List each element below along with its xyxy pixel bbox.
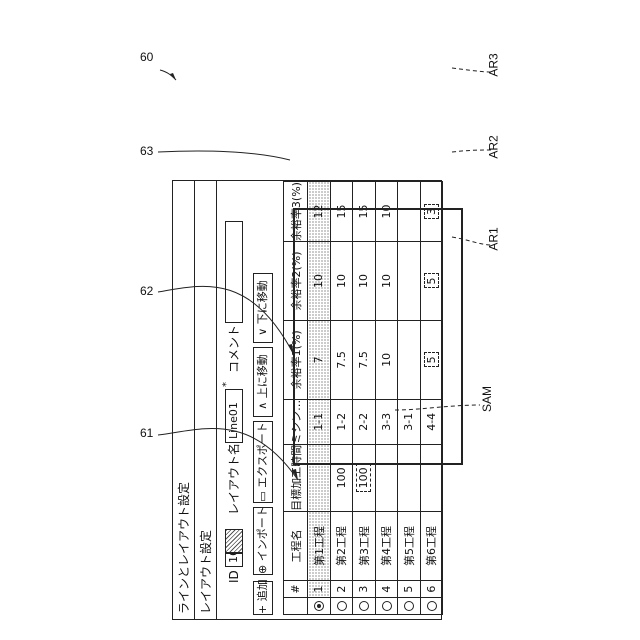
label-ar3: AR3 xyxy=(487,53,501,76)
label-sam: SAM xyxy=(480,386,494,412)
ref-61: 61 xyxy=(140,426,153,440)
ref-62: 62 xyxy=(140,284,153,298)
label-ar1: AR1 xyxy=(487,227,501,250)
ref-60: 60 xyxy=(140,50,153,64)
ref-63: 63 xyxy=(140,144,153,158)
label-ar2: AR2 xyxy=(487,135,501,158)
